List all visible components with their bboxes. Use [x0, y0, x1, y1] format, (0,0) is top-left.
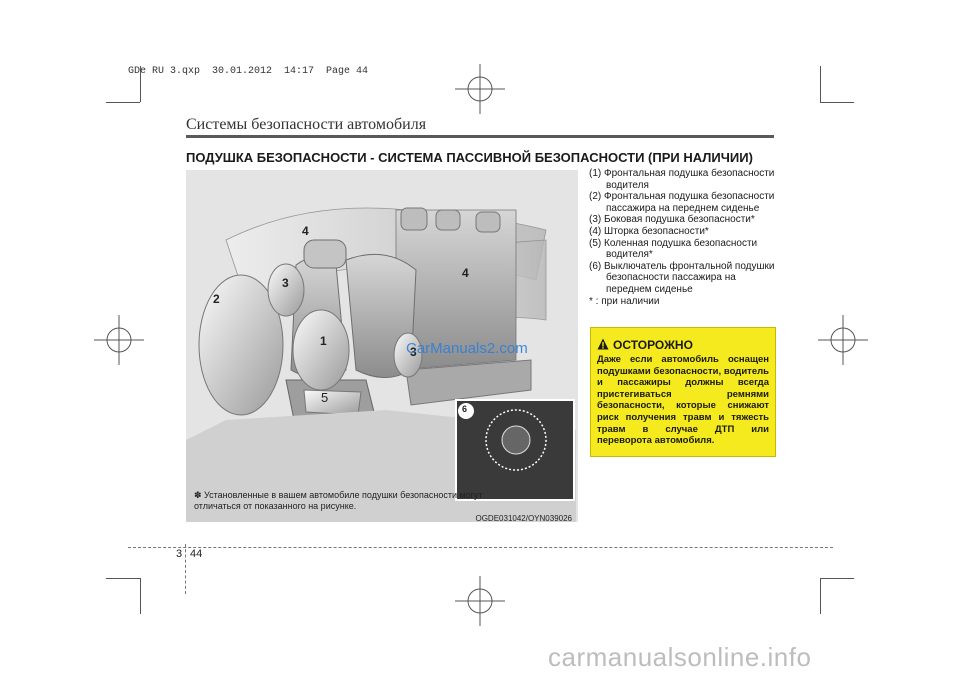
section-title: Системы безопасности автомобиля: [186, 116, 427, 133]
print-header: GDe RU 3.qxp 30.01.2012 14:17 Page 44: [128, 66, 369, 77]
crop-mark: [106, 578, 140, 579]
legend-item: (6) Выключатель фронтальной подушки безо…: [589, 260, 775, 295]
registration-mark-left: [94, 315, 144, 365]
callout-2-passenger: 2: [213, 292, 220, 306]
watermark: CarManuals2.com: [406, 340, 528, 357]
figure-code: OGDE031042/OYN039026: [475, 514, 572, 522]
crop-mark: [820, 578, 821, 614]
airbag-legend: (1) Фронтальная подушка безопасности вод…: [589, 168, 779, 307]
callout-5-knee: 5: [321, 390, 329, 405]
callout-3-side-rear: 3: [410, 345, 417, 359]
legend-item: (5) Коленная подушка безопасности водите…: [589, 237, 758, 261]
warning-box: ОСТОРОЖНО Даже если автомобиль оснащен п…: [590, 327, 776, 457]
crop-mark: [140, 66, 141, 102]
legend-footnote: * : при наличии: [589, 295, 660, 307]
callout-6-switch: 6: [462, 404, 468, 414]
crop-mark: [140, 578, 141, 614]
chapter-number: 3: [176, 548, 183, 560]
legend-item: (4) Шторка безопасности*: [589, 225, 709, 237]
callout-4-curtain-rear: 4: [462, 266, 469, 280]
registration-mark-right: [818, 315, 868, 365]
crop-mark: [820, 102, 854, 103]
callout-3-side-front: 3: [282, 276, 289, 290]
registration-mark-top: [455, 64, 505, 114]
callout-1-driver: 1: [320, 334, 327, 348]
warning-heading: ОСТОРОЖНО: [613, 338, 693, 352]
crop-mark: [820, 578, 854, 579]
callout-4-curtain-front: 4: [302, 224, 309, 238]
title-rule: [186, 135, 774, 138]
legend-item: (1) Фронтальная подушка безопасности вод…: [589, 168, 775, 191]
car-interior-illustration: [186, 207, 576, 522]
crop-mark: [820, 66, 821, 102]
site-footer-link[interactable]: carmanualsonline.info: [548, 642, 812, 672]
main-heading: ПОДУШКА БЕЗОПАСНОСТИ - СИСТЕМА ПАССИВНОЙ…: [186, 150, 753, 165]
figure-caption: ✽ Установленные в вашем автомобиле подуш…: [194, 490, 483, 511]
legend-item: (3) Боковая подушка безопасности*: [589, 214, 755, 226]
crop-mark: [106, 102, 140, 103]
legend-item: (2) Фронтальная подушка безопасности пас…: [589, 191, 775, 214]
warning-triangle-icon: [597, 338, 609, 350]
footer-rule: [128, 547, 833, 548]
airbag-figure: 4 3 2 1 5 3 4 6 CarManuals2.com ✽ Устано…: [186, 170, 578, 522]
page-number: 44: [190, 548, 203, 560]
registration-mark-bottom: [455, 576, 505, 626]
page-separator: [185, 544, 186, 594]
warning-body: Даже если автомобиль оснащен подушками б…: [597, 354, 769, 447]
